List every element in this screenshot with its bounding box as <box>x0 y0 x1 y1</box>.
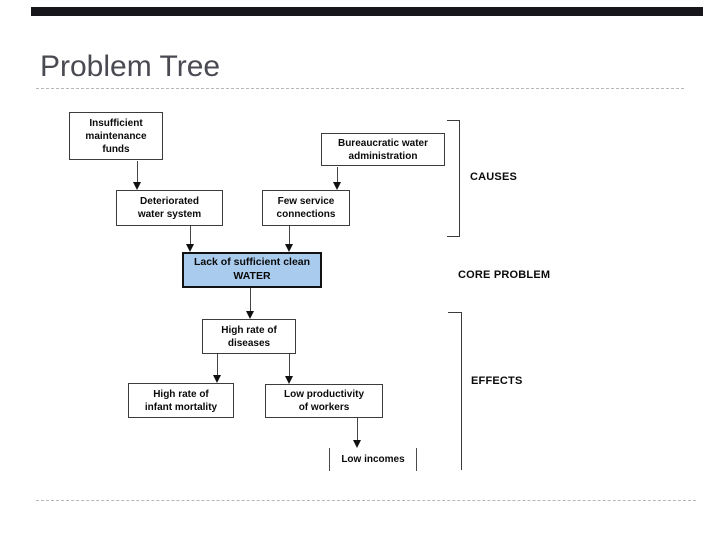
causes-bracket <box>447 120 460 237</box>
arrow-head-icon <box>213 375 221 383</box>
node-bureaucratic-water: Bureaucratic water administration <box>321 133 445 166</box>
arrow-line <box>289 354 290 377</box>
title-divider-dashed <box>36 88 684 89</box>
node-low-productivity: Low productivity of workers <box>265 384 383 418</box>
arrow-line <box>137 161 138 183</box>
arrow-line <box>190 226 191 245</box>
page-title: Problem Tree <box>40 50 221 83</box>
arrow-head-icon <box>285 376 293 384</box>
effects-label: EFFECTS <box>471 375 523 387</box>
core-problem-label: CORE PROBLEM <box>458 269 551 281</box>
arrow-head-icon <box>353 440 361 448</box>
causes-label: CAUSES <box>470 171 518 183</box>
arrow-head-icon <box>246 311 254 319</box>
node-low-incomes: Low incomes <box>329 448 417 471</box>
footer-divider-dashed <box>36 500 696 501</box>
arrow-line <box>250 288 251 312</box>
node-deteriorated-system: Deteriorated water system <box>116 190 223 226</box>
node-insufficient-funds: Insufficient maintenance funds <box>69 112 163 160</box>
node-core-problem: Lack of sufficient clean WATER <box>182 252 322 288</box>
arrow-line <box>217 354 218 376</box>
node-few-connections: Few service connections <box>262 190 350 226</box>
node-high-diseases: High rate of diseases <box>202 319 296 354</box>
theme-top-bar <box>31 7 703 16</box>
arrow-head-icon <box>285 244 293 252</box>
arrow-head-icon <box>186 244 194 252</box>
effects-bracket <box>448 312 462 470</box>
node-infant-mortality: High rate of infant mortality <box>128 383 234 418</box>
arrow-line <box>289 226 290 245</box>
arrow-line <box>337 167 338 183</box>
arrow-head-icon <box>333 182 341 190</box>
arrow-head-icon <box>133 182 141 190</box>
arrow-line <box>357 418 358 441</box>
